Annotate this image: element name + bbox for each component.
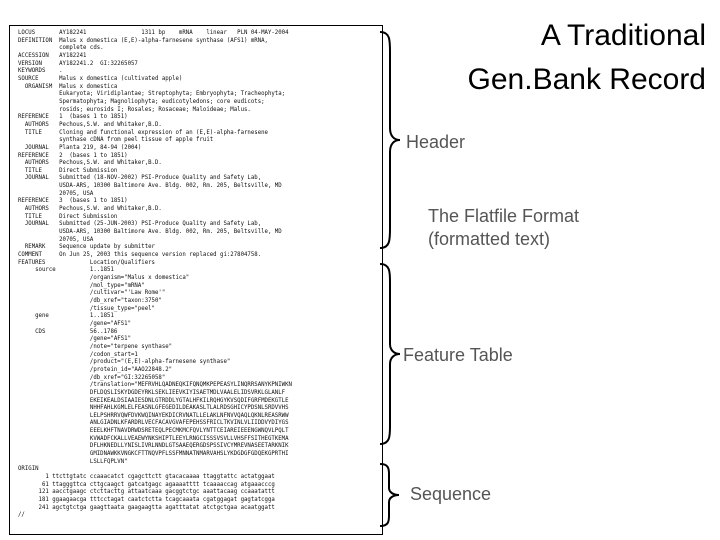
- genbank-record-panel: LOCUS AY182241 1311 bp mRNA linear PLN 0…: [9, 25, 383, 535]
- genbank-record-text: LOCUS AY182241 1311 bp mRNA linear PLN 0…: [18, 30, 292, 520]
- record-line: TITLE Direct Submission: [18, 167, 118, 174]
- record-line: 241 agctgtctga gaagttaata gaagaagtta aga…: [18, 504, 275, 511]
- record-line: //: [18, 512, 25, 519]
- sequence-brace: [379, 463, 400, 527]
- feature-table-label: Feature Table: [403, 345, 513, 365]
- record-line: LSLLFQPLVN": [18, 458, 128, 465]
- header-label: Header: [406, 132, 466, 152]
- record-line: ANLGIADNLKFARDRLVECFACAVGVAFEPEHSSFRICLT…: [18, 420, 289, 427]
- record-line: gene 1..1851: [18, 313, 114, 320]
- record-line: GMIDNAWKKVNGKCFTTNQVPFLSSFMNNATNMARVAHSL…: [18, 451, 289, 458]
- record-line: FEATURES Location/Qualifiers: [18, 259, 155, 266]
- record-line: Spermatophyta; Magnoliophyta; eudicotyle…: [18, 98, 265, 105]
- record-line: /translation="MEFRVHLQADNEQKIFQNQMKPEPEA…: [18, 382, 292, 389]
- record-line: LOCUS AY182241 1311 bp mRNA linear PLN 0…: [18, 30, 289, 36]
- record-line: USDA-ARS, 10300 Baltimore Ave. Bldg. 002…: [18, 183, 282, 190]
- sequence-label: Sequence: [410, 484, 492, 504]
- record-line: REFERENCE 2 (bases 1 to 1851): [18, 152, 128, 159]
- record-line: JOURNAL Submitted (18-NOV-2002) PSI-Prod…: [18, 175, 262, 182]
- record-line: /tissue_type="peel": [18, 305, 155, 312]
- header-brace: [379, 31, 401, 249]
- record-line: NHHFAHLKGMLELFEASNLGFEGEDILDEAKASLTLALRD…: [18, 405, 289, 412]
- record-line: /mol_type="mRNA": [18, 282, 145, 289]
- flatfile-format-line-1: The Flatfile Format: [428, 206, 580, 226]
- record-line: ORIGIN: [18, 466, 39, 473]
- record-line: TITLE Direct Submission: [18, 213, 118, 220]
- record-line: /cultivar="'Law Rome'": [18, 290, 166, 297]
- record-line: 121 aacctgaagc ctcttacttg attaatcaaa gac…: [18, 489, 275, 496]
- record-line: /codon_start=1: [18, 351, 138, 358]
- record-line: complete cds.: [18, 45, 104, 52]
- record-line: JOURNAL Planta 219, 84-94 (2004): [18, 144, 142, 151]
- record-line: REMARK Sequence update by submitter: [18, 244, 155, 251]
- record-line: /protein_id="AAO22848.2": [18, 366, 173, 373]
- record-line: EKEIKEALDSIAAIESDNLGTRDDLYGTALHFKILRQHGY…: [18, 397, 289, 404]
- record-line: 61 ttagggttca cttgcaagct gatcatgagc agaa…: [18, 481, 275, 488]
- record-line: AUTHORS Pechous,S.W. and Whitaker,B.D.: [18, 160, 162, 167]
- record-line: 181 ggaagaacga tttcctagat caatctctta tca…: [18, 497, 275, 504]
- record-line: /gene="AFS1": [18, 320, 131, 327]
- slide-title: A Traditional Gen.Bank Record: [468, 14, 706, 102]
- record-line: 20705, USA: [18, 236, 94, 243]
- record-line: ORGANISM Malus x domestica: [18, 83, 118, 90]
- record-line: KEYWORDS .: [18, 68, 63, 75]
- feature-table-brace: [379, 263, 401, 445]
- slide-title-line-1: A Traditional: [540, 19, 706, 52]
- slide-title-line-2: Gen.Bank Record: [467, 63, 706, 96]
- record-line: USDA-ARS, 10300 Baltimore Ave. Bldg. 002…: [18, 229, 282, 236]
- record-line: REFERENCE 1 (bases 1 to 1851): [18, 114, 128, 121]
- record-line: SOURCE Malus x domestica (cultivated app…: [18, 75, 183, 82]
- record-line: 1 ttcttgtatc ccaaacatct cgagcttctt gtaca…: [18, 474, 275, 481]
- record-line: LELPSHRRVQWFDVKWQINAYEKDICRVNATLLELAKLNF…: [18, 412, 289, 419]
- record-line: DFLDQSLISKYDGDEYRKLSEKLIEEVKIYISAETMDLVA…: [18, 389, 286, 396]
- record-line: EEELKHFTNAVDRWDSRETEQLPECMKMCFQVLYNTTCEI…: [18, 428, 289, 435]
- record-line: ACCESSION AY182241: [18, 52, 87, 59]
- record-line: synthase cDNA from peel tissue of apple …: [18, 137, 214, 144]
- record-line: DFLHKNEDLLYNISLIVRLNNDLGTSAAEQERGDSPSSIV…: [18, 443, 289, 450]
- record-line: JOURNAL Submitted (25-JUN-2003) PSI-Prod…: [18, 221, 262, 228]
- record-line: /gene="AFS1": [18, 336, 131, 343]
- record-line: Eukaryota; Viridiplantae; Streptophyta; …: [18, 91, 286, 98]
- record-line: /db_xref="taxon:3750": [18, 297, 162, 304]
- record-line: TITLE Cloning and functional expression …: [18, 129, 268, 136]
- record-line: /product="(E,E)-alpha-farnesene synthase…: [18, 359, 231, 366]
- record-line: 20705, USA: [18, 190, 94, 197]
- record-line: KVWADFCKALLVEAEWYNKSHIPTLEEYLRNGCISSSVSV…: [18, 435, 289, 442]
- record-line: REFERENCE 3 (bases 1 to 1851): [18, 198, 128, 205]
- record-line: /db_xref="GI:32265058": [18, 374, 166, 381]
- record-line: DEFINITION Malus x domestica (E,E)-alpha…: [18, 37, 268, 44]
- record-line: /organism="Malus x domestica": [18, 275, 190, 281]
- flatfile-format-label: The Flatfile Format (formatted text): [428, 205, 579, 251]
- record-line: VERSION AY182241.2 GI:32265057: [18, 60, 138, 67]
- record-line: /note="terpene synthase": [18, 343, 173, 350]
- record-line: COMMENT On Jun 25, 2003 this sequence ve…: [18, 252, 262, 259]
- record-line: rosids; eurosids I; Rosales; Rosaceae; M…: [18, 106, 251, 113]
- record-line: AUTHORS Pechous,S.W. and Whitaker,B.D.: [18, 206, 162, 213]
- flatfile-format-line-2: (formatted text): [428, 229, 551, 249]
- record-line: CDS 56..1786: [18, 328, 118, 335]
- record-line: AUTHORS Pechous,S.W. and Whitaker,B.D.: [18, 121, 162, 128]
- record-line: source 1..1851: [18, 267, 114, 274]
